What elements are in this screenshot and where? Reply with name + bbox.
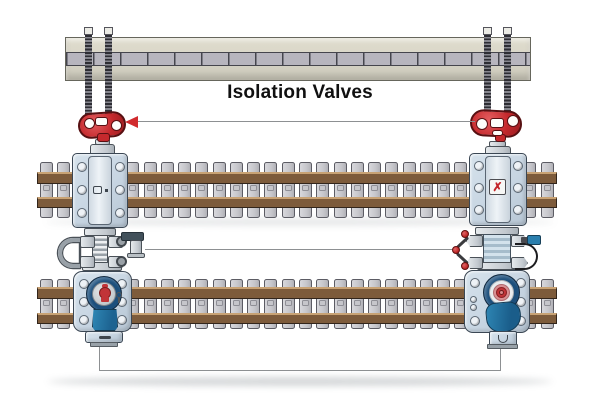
threaded-rod — [85, 30, 92, 118]
lower-pipe-rail-top — [37, 287, 557, 299]
pipe-fin — [178, 162, 192, 218]
bolt — [117, 315, 127, 325]
bolt — [115, 185, 125, 195]
bolt — [470, 316, 480, 326]
port-end-ring — [116, 256, 127, 267]
valve-x-tag: ✗ — [489, 179, 506, 195]
bolt — [470, 304, 477, 311]
pipe-fin — [143, 162, 157, 218]
bolt — [77, 162, 87, 172]
pipe-fin — [229, 162, 243, 218]
pipe-fin — [540, 162, 554, 218]
diagram-title: Isolation Valves — [227, 82, 373, 103]
beam-segment-band — [66, 52, 530, 66]
pipe-fin — [385, 162, 399, 218]
hose-connector — [521, 237, 528, 243]
pipe-fin — [264, 162, 278, 218]
upper-pipe-rail-bottom — [37, 197, 557, 208]
bolt — [79, 315, 89, 325]
bolt — [77, 185, 87, 195]
handwheel-hole — [84, 118, 95, 129]
handwheel-hole — [111, 120, 122, 131]
left-loop-pipe — [58, 238, 80, 268]
rod-cap — [104, 27, 113, 35]
bleed-pipe-flange — [127, 253, 145, 258]
right-foot-base — [487, 344, 518, 349]
upper-pipe-rail-top — [37, 172, 557, 184]
pipe-fin — [57, 162, 71, 218]
left-blue-cup — [92, 309, 118, 331]
drain-line — [99, 345, 501, 371]
pipe-fin — [419, 162, 433, 218]
pipe-fin — [350, 162, 364, 218]
right-banded-stem — [483, 234, 511, 264]
left-handwheel-hub — [97, 133, 110, 142]
bolt — [474, 205, 484, 215]
pipe-fin — [40, 162, 53, 218]
bleed-line — [145, 249, 452, 250]
pipe-fin — [454, 162, 468, 218]
left-foot-base — [90, 342, 118, 347]
bolt — [513, 161, 523, 171]
pipe-fin — [212, 162, 226, 218]
left-port-fitting — [80, 236, 95, 248]
pipe-fin — [247, 162, 261, 218]
handwheel-hole — [492, 130, 503, 136]
left-upper-valve-cartridge — [88, 156, 112, 225]
pipe-fin — [402, 162, 416, 218]
foot-slot-icon — [99, 336, 111, 339]
lower-track-shadow — [48, 377, 552, 386]
pipe-fin — [281, 162, 295, 218]
pipe-fin — [333, 162, 347, 218]
black-hose — [515, 243, 538, 270]
handwheel-hole — [490, 118, 504, 128]
callout-line — [137, 121, 475, 122]
bolt — [470, 278, 480, 288]
threaded-rod — [105, 30, 112, 118]
threaded-rod — [504, 30, 511, 118]
handwheel-hole — [95, 117, 108, 126]
lever-hub-ball-icon — [452, 246, 460, 254]
pipe-fin — [195, 162, 209, 218]
left-port-fitting — [80, 256, 95, 268]
red-valve-base-icon — [101, 297, 109, 302]
blue-fitting — [527, 235, 541, 245]
bolt — [474, 183, 484, 193]
bolt — [115, 208, 125, 218]
pipe-fin — [160, 162, 174, 218]
rod-cap — [503, 27, 512, 35]
lower-pipe-rail-bottom — [37, 313, 557, 324]
wire-clip-tail — [118, 298, 120, 303]
upper-track-shadow — [45, 219, 555, 225]
bolt — [474, 161, 484, 171]
handwheel-hole — [476, 118, 488, 130]
bolt — [513, 183, 523, 193]
threaded-rod — [484, 30, 491, 118]
red-valve-cap-icon — [102, 284, 108, 288]
handwheel-hole — [507, 115, 519, 127]
rod-cap — [84, 27, 93, 35]
bolt — [513, 205, 523, 215]
pipe-fin — [298, 162, 312, 218]
bleed-nozzle — [466, 235, 483, 247]
arrowhead-left-icon — [125, 116, 138, 128]
pipe-fin — [437, 162, 451, 218]
support-beam — [65, 37, 531, 81]
bolt — [115, 162, 125, 172]
pipe-fin — [126, 162, 140, 218]
pipe-fin — [368, 162, 382, 218]
u-hook-icon — [498, 335, 508, 343]
bolt — [77, 208, 87, 218]
pipe-fin — [316, 162, 330, 218]
lever-ball-icon — [461, 230, 469, 238]
wire-clip-icon — [116, 292, 122, 298]
bolt — [470, 296, 477, 303]
right-actuator-center — [499, 290, 504, 295]
rod-cap — [483, 27, 492, 35]
lever-ball-icon — [461, 262, 469, 270]
gauge-slot-icon — [93, 186, 102, 194]
gauge-dot-icon — [105, 189, 108, 192]
